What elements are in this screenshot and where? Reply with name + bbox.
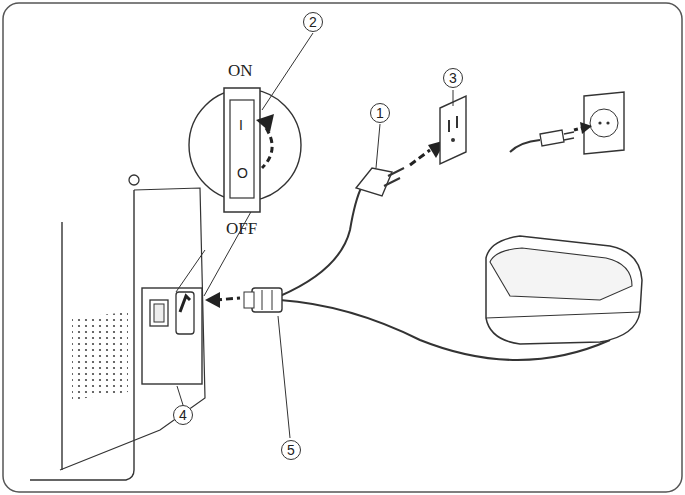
switch-symbol: O [236, 166, 249, 180]
callout-number: 3 [443, 68, 463, 88]
switch-symbol: I [238, 118, 244, 132]
callout-number: 2 [303, 12, 323, 32]
callout-number: 1 [370, 103, 390, 123]
callout-number: 5 [281, 440, 301, 460]
switch-text: ON [228, 62, 253, 79]
callout-number: 4 [173, 405, 193, 425]
switch-text: OFF [226, 220, 257, 237]
